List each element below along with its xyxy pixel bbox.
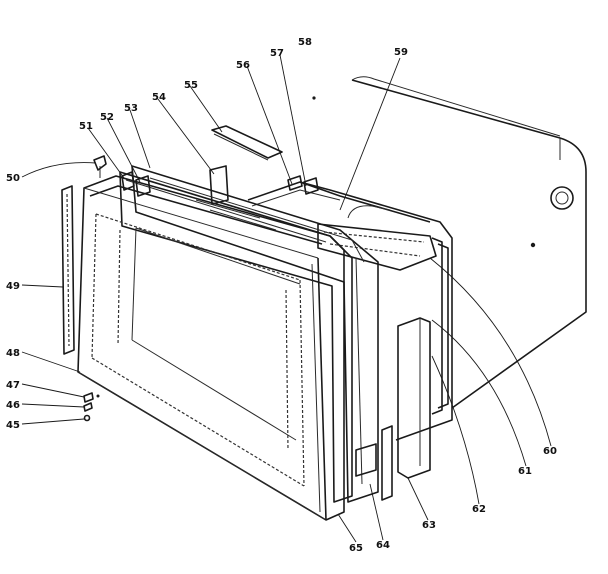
part-54-bracket: [209, 165, 229, 205]
callout-65: 65: [349, 543, 363, 554]
part-49-trim-strip: [61, 185, 75, 355]
part-56-57-hardware: [287, 175, 319, 195]
part-63-support: [381, 425, 393, 501]
part-51-hinge: [121, 171, 135, 191]
callout-58: 58: [298, 37, 312, 48]
callout-48: 48: [6, 348, 20, 359]
part-50-screw: [93, 155, 107, 178]
callout-59: 59: [394, 47, 408, 58]
callout-51: 51: [79, 121, 93, 132]
callout-62: 62: [472, 504, 486, 515]
callout-50: 50: [6, 173, 20, 184]
callout-55: 55: [184, 80, 198, 91]
callout-53: 53: [124, 103, 138, 114]
callout-45: 45: [6, 420, 20, 431]
leader-lines: [21, 54, 552, 543]
callout-46: 46: [6, 400, 20, 411]
callout-54: 54: [152, 92, 166, 103]
callout-49: 49: [6, 281, 20, 292]
part-55-top-plate: [211, 125, 283, 161]
callout-52: 52: [100, 112, 114, 123]
callout-61: 61: [518, 466, 532, 477]
callout-63: 63: [422, 520, 436, 531]
part-45-47-hardware: [83, 392, 100, 422]
callout-57: 57: [270, 48, 284, 59]
part-64-door-frame: [131, 165, 379, 503]
marker-dot: [312, 96, 316, 100]
callout-56: 56: [236, 60, 250, 71]
part-52-latch: [135, 175, 151, 197]
callout-47: 47: [6, 380, 20, 391]
callout-60: 60: [543, 446, 557, 457]
part-53-gasket: [119, 171, 353, 503]
callout-labels: 45 46 47 48 49 50 51 52 53 54 55 56 57 5…: [6, 37, 557, 554]
part-62-side-panel: [397, 317, 431, 479]
callout-64: 64: [376, 540, 390, 551]
part-65-door-panel: [77, 175, 345, 521]
inner-chassis: [247, 181, 453, 441]
outer-cabinet: [351, 76, 587, 409]
